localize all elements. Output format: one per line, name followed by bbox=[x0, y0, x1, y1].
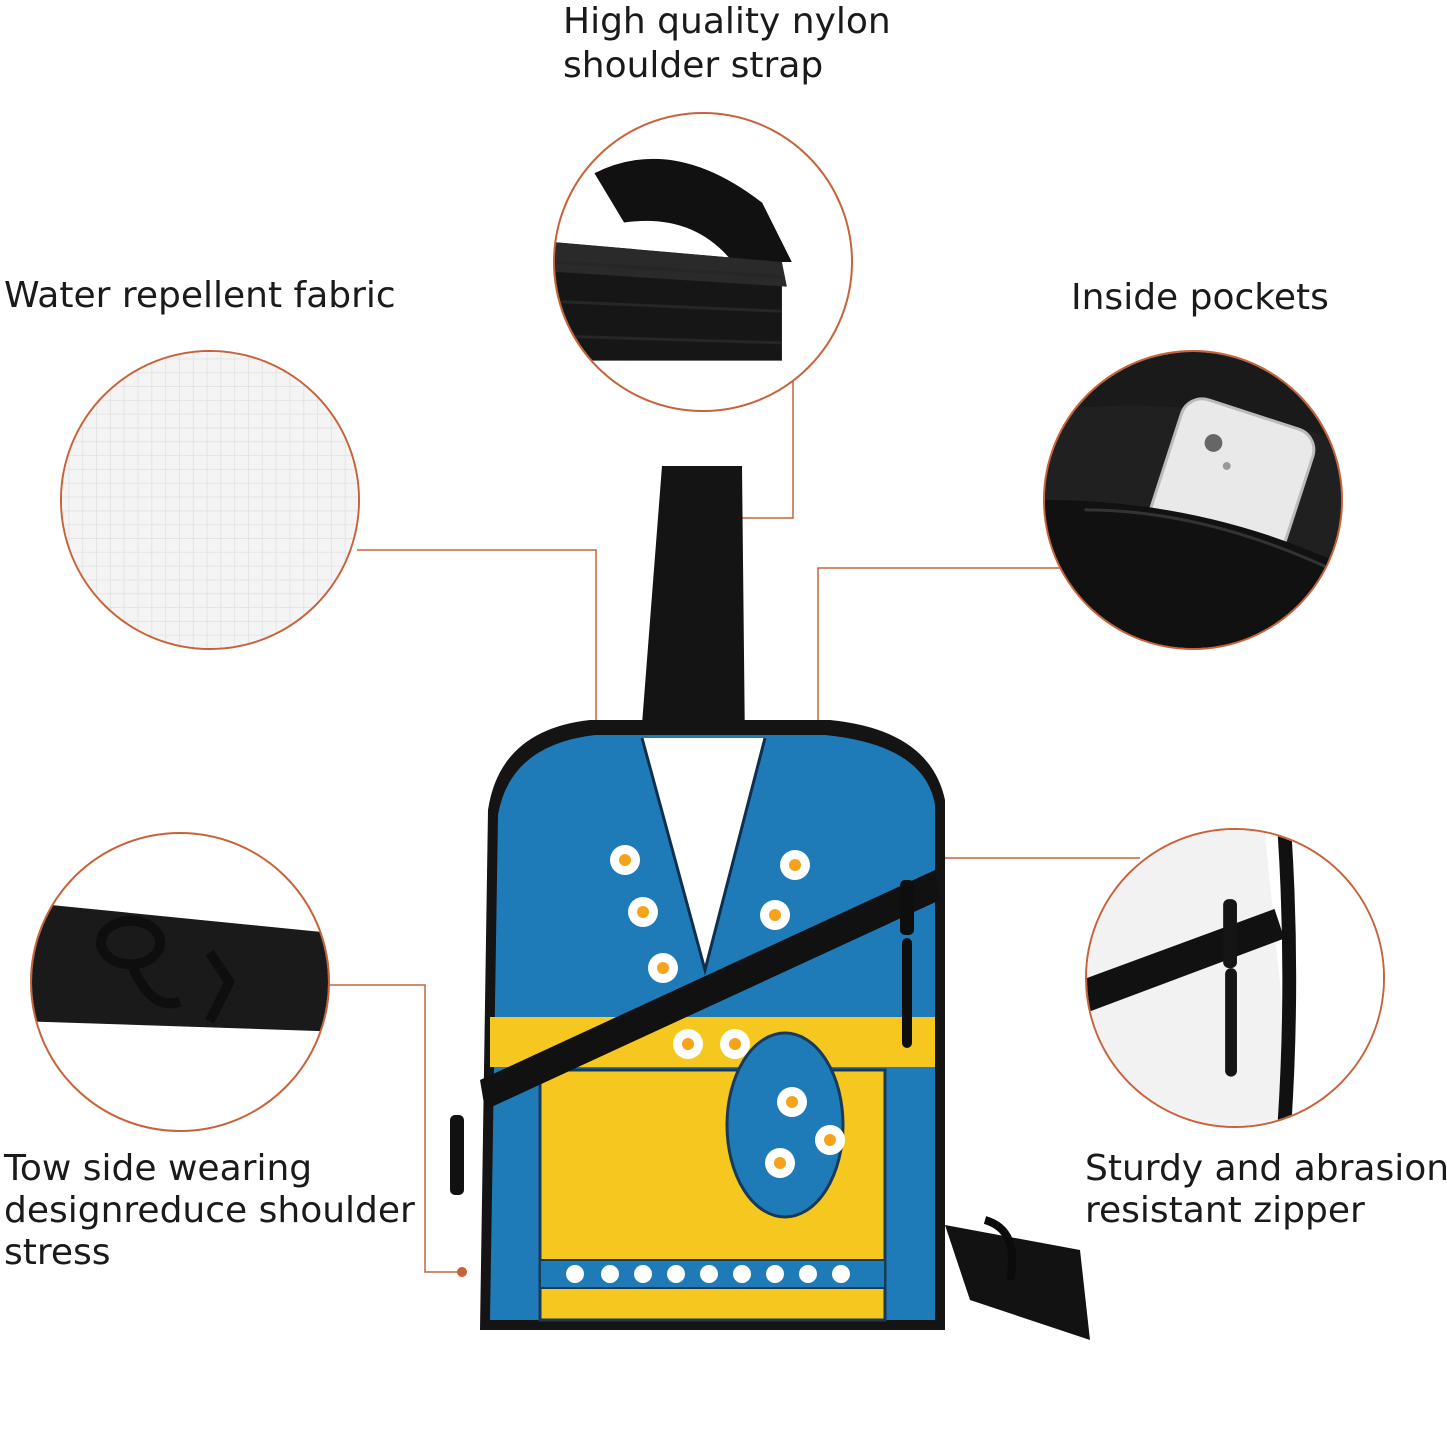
tow-side-detail-circle bbox=[30, 832, 330, 1132]
strap-loop-image bbox=[555, 158, 792, 361]
side-buckle-icon bbox=[983, 1216, 1017, 1281]
tow-label-line-3: stress bbox=[4, 1232, 111, 1273]
fabric-label: Water repellent fabric bbox=[4, 275, 396, 316]
daisy-icon bbox=[760, 900, 790, 930]
connector-tow bbox=[327, 984, 462, 1273]
daisy-icons bbox=[566, 845, 850, 1283]
zipper-pull-icon bbox=[900, 880, 914, 1048]
daisy-icon bbox=[673, 1029, 703, 1059]
zipper-pull-icon bbox=[1223, 899, 1237, 1077]
strap-detail-circle bbox=[553, 112, 853, 412]
sling-bag-image bbox=[450, 466, 1090, 1340]
pockets-detail-circle bbox=[1043, 350, 1343, 650]
daisy-icon bbox=[648, 953, 678, 983]
zipper-image bbox=[1087, 830, 1383, 1126]
daisy-row-icons bbox=[566, 1265, 850, 1283]
zipper-label: Sturdy and abrasion resistant zipper bbox=[1085, 1148, 1447, 1232]
daisy-icon bbox=[765, 1148, 795, 1178]
connector-pockets bbox=[817, 567, 1060, 740]
strap-label-line-2: shoulder strap bbox=[563, 45, 824, 86]
tow-label: Tow side wearing designreduce shoulder s… bbox=[4, 1148, 415, 1274]
buckle-strap-image bbox=[32, 903, 328, 1032]
zipper-label-line-1: Sturdy and abrasion bbox=[1085, 1148, 1447, 1189]
zipper-detail-circle bbox=[1085, 828, 1385, 1128]
fabric-texture-image bbox=[62, 352, 358, 648]
daisy-icon bbox=[780, 850, 810, 880]
zipper-label-line-2: resistant zipper bbox=[1085, 1190, 1365, 1231]
daisy-icon bbox=[610, 845, 640, 875]
daisy-icon bbox=[720, 1029, 750, 1059]
daisy-icon bbox=[628, 897, 658, 927]
dot-tow bbox=[457, 1267, 467, 1277]
strap-label-line-1: High quality nylon bbox=[563, 1, 891, 42]
fabric-detail-circle bbox=[60, 350, 360, 650]
strap-label: High quality nylon shoulder strap bbox=[563, 0, 891, 88]
side-zipper-pull-icon bbox=[450, 1115, 464, 1195]
tow-label-line-2: designreduce shoulder bbox=[4, 1190, 415, 1231]
daisy-icon bbox=[777, 1087, 807, 1117]
pocket-image bbox=[1045, 352, 1341, 648]
buckle-icon bbox=[96, 915, 236, 1024]
daisy-icon bbox=[815, 1125, 845, 1155]
pockets-label: Inside pockets bbox=[1071, 277, 1329, 318]
tow-label-line-1: Tow side wearing bbox=[4, 1148, 313, 1189]
